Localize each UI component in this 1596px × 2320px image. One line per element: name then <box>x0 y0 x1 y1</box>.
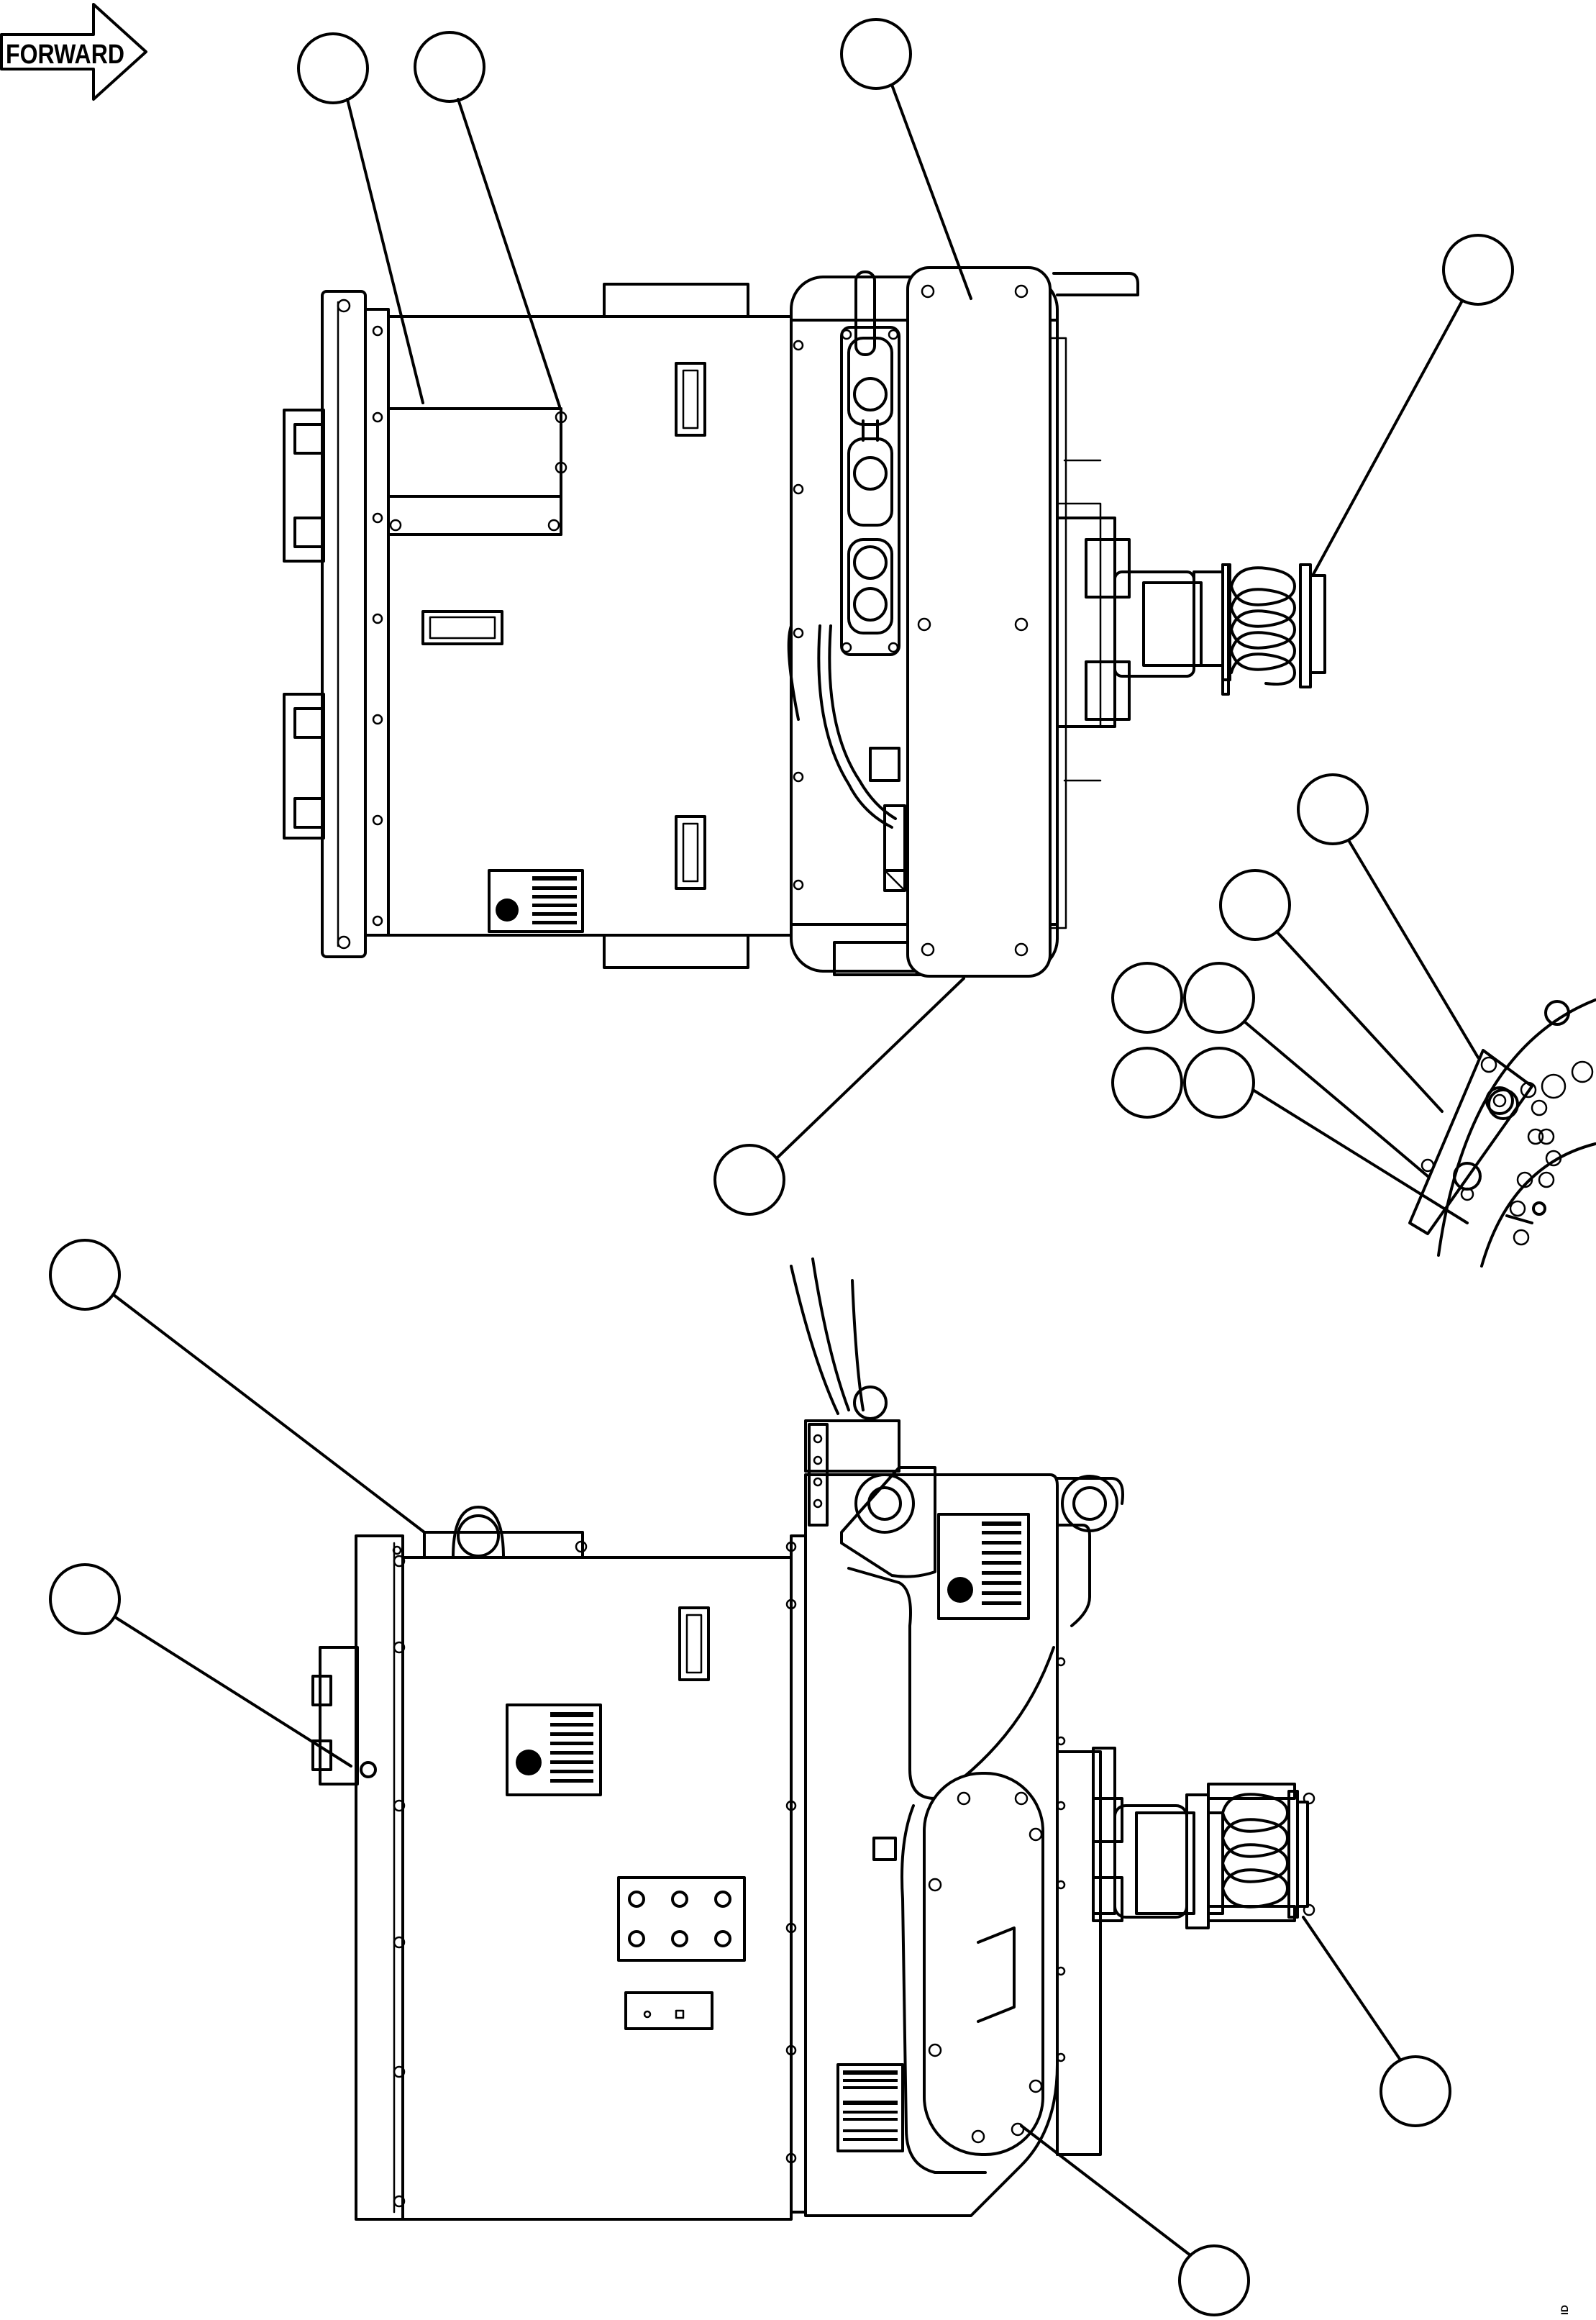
callout-balloon <box>1020 2124 1250 2316</box>
callout-balloon <box>1219 869 1444 1113</box>
callout-balloon <box>840 18 972 300</box>
callout-balloon <box>1111 1047 1183 1119</box>
callout-balloon <box>414 31 561 408</box>
callout-balloon <box>713 977 965 1216</box>
callout-balloon <box>1297 773 1479 1059</box>
callout-balloon <box>1311 234 1514 577</box>
callout-balloon <box>1183 962 1429 1178</box>
figure-code: ID <box>1559 2305 1570 2315</box>
callout-balloons <box>49 18 1514 2316</box>
callout-balloon <box>1111 962 1183 1034</box>
callout-balloon <box>49 1239 426 1534</box>
top-view-assembly <box>283 266 1326 978</box>
callout-balloon <box>297 32 424 404</box>
forward-arrow: FORWARD <box>0 3 147 101</box>
forward-arrow-label: FORWARD <box>6 40 124 70</box>
callout-balloon <box>1183 1047 1469 1224</box>
ring-detail <box>1408 998 1596 1268</box>
callout-balloon <box>1302 1916 1451 2127</box>
callout-balloon <box>49 1563 352 1768</box>
bottom-view-assembly <box>311 1257 1315 2221</box>
